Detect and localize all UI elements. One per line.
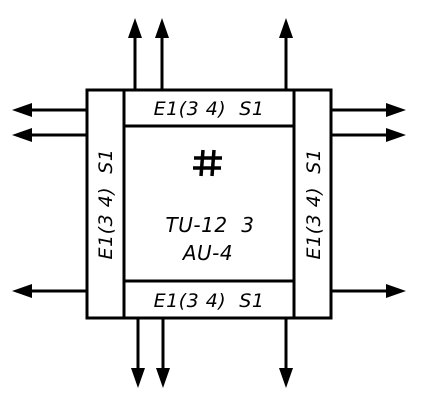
top-band-label: E1(3 4) S1	[154, 98, 265, 120]
top-arrow-2	[155, 18, 169, 90]
bottom-arrow-2	[156, 318, 170, 388]
left-arrow-1	[12, 103, 87, 117]
outer-frame	[85, 88, 333, 320]
bottom-band-label: E1(3 4) S1	[154, 290, 265, 312]
right-arrow-3	[331, 284, 406, 298]
center-label-line1: TU-12 3	[166, 213, 255, 237]
top-arrow-1	[128, 18, 142, 90]
left-arrow-3	[12, 284, 87, 298]
center-label-line2: AU-4	[181, 241, 233, 265]
right-arrow-2	[331, 128, 406, 142]
left-band-label: E1(3 4) S1	[95, 149, 117, 260]
left-arrow-2	[12, 128, 87, 142]
hash-icon	[193, 149, 222, 177]
right-arrow-1	[331, 103, 406, 117]
bottom-arrow-3	[279, 318, 293, 388]
bottom-arrow-1	[131, 318, 145, 388]
top-arrow-3	[279, 18, 293, 90]
right-band-label: E1(3 4) S1	[303, 149, 325, 260]
